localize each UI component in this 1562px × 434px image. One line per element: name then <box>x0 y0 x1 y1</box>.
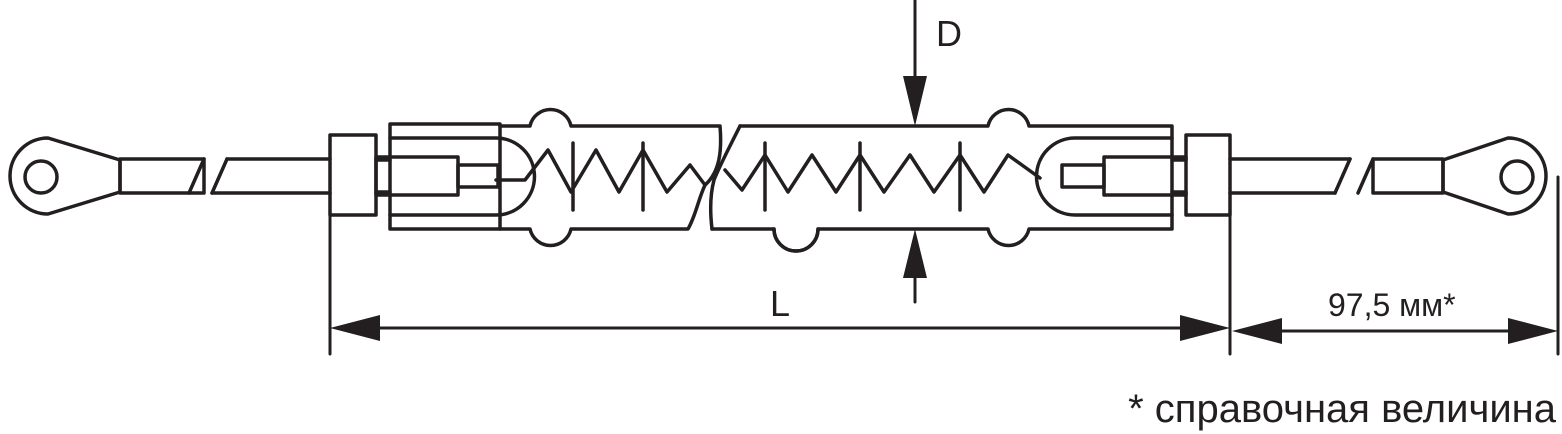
end-length-dimension: 97,5 мм* <box>1232 175 1560 356</box>
left-ring-terminal <box>8 136 206 216</box>
right-ring-terminal <box>1371 136 1548 216</box>
diameter-label: D <box>936 13 962 54</box>
sheath-break <box>708 124 742 231</box>
end-length-label: 97,5 мм* <box>1328 287 1456 323</box>
right-sheath <box>710 107 1174 253</box>
right-end-cap <box>1034 133 1232 217</box>
footnote: * справочная величина <box>1128 387 1557 431</box>
length-dimension: L <box>328 213 1232 356</box>
diameter-dimension: D <box>903 0 962 304</box>
left-lead-wire <box>187 157 332 195</box>
right-lead-wire <box>1228 157 1375 195</box>
right-heating-coil <box>723 141 1042 212</box>
length-label: L <box>770 283 790 324</box>
left-end-cap <box>328 122 537 231</box>
left-heating-coil <box>494 141 707 212</box>
